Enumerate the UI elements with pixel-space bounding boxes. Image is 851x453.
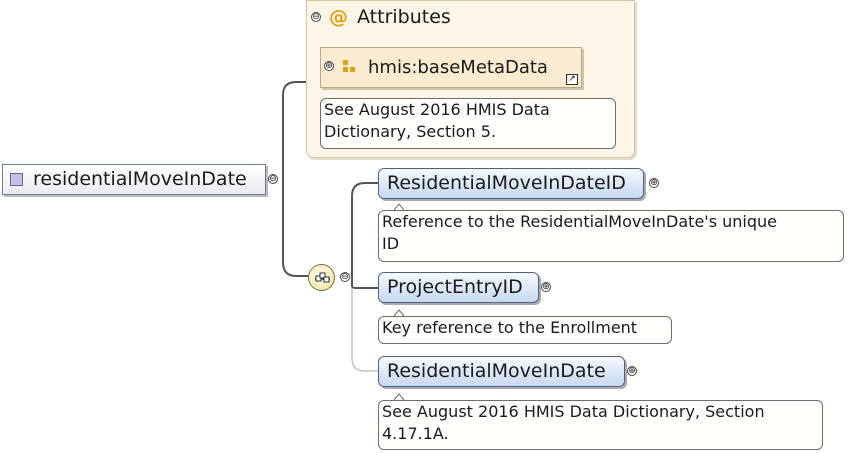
element-note: Key reference to the Enrollment: [378, 316, 672, 344]
element-note-line1: Key reference to the Enrollment: [382, 318, 638, 337]
sequence-compositor-icon[interactable]: [308, 264, 335, 291]
attribute-note-line2: Dictionary, Section 5.: [324, 122, 497, 141]
element-note-line1: See August 2016 HMIS Data Dictionary, Se…: [382, 402, 765, 421]
attribute-note-line1: See August 2016 HMIS Data: [324, 100, 550, 119]
root-element-label: residentialMoveInDate: [33, 168, 247, 190]
attribute-hmis-basemetadata[interactable]: hmis:baseMetaData: [320, 47, 582, 88]
attributes-collapse-icon[interactable]: ⊖: [311, 12, 321, 22]
element-note-line1: Reference to the ResidentialMoveInDate's…: [382, 212, 777, 231]
attribute-name: hmis:baseMetaData: [368, 57, 548, 78]
attribute-expand-icon[interactable]: ⊕: [324, 61, 334, 71]
sequence-collapse-icon[interactable]: ⊖: [340, 272, 350, 282]
root-element[interactable]: residentialMoveInDate: [2, 164, 266, 195]
element-note: See August 2016 HMIS Data Dictionary, Se…: [378, 400, 823, 450]
element-name: ResidentialMoveInDateID: [387, 172, 626, 194]
element-residentialmoveindateid[interactable]: ResidentialMoveInDateID: [378, 168, 644, 199]
element-note-line2: ID: [382, 234, 400, 253]
attribute-note: See August 2016 HMIS Data Dictionary, Se…: [320, 98, 616, 149]
element-name: ProjectEntryID: [387, 276, 523, 298]
attributes-title: Attributes: [357, 6, 451, 28]
at-icon: @: [329, 6, 348, 28]
attribute-icon: [343, 60, 356, 73]
root-collapse-icon[interactable]: ⊖: [268, 174, 278, 184]
link-icon[interactable]: ↗: [566, 74, 578, 85]
element-square-icon: [10, 173, 23, 186]
element-name: ResidentialMoveInDate: [387, 360, 606, 382]
element-expand-icon[interactable]: ⊕: [627, 366, 637, 376]
element-note-line2: 4.17.1A.: [382, 424, 449, 443]
element-note: Reference to the ResidentialMoveInDate's…: [378, 210, 844, 262]
element-expand-icon[interactable]: ⊕: [541, 282, 551, 292]
element-residentialmoveindate[interactable]: ResidentialMoveInDate: [378, 356, 625, 387]
sequence-symbol: [315, 272, 330, 283]
element-projectentryid[interactable]: ProjectEntryID: [378, 272, 539, 303]
element-expand-icon[interactable]: ⊕: [649, 178, 659, 188]
